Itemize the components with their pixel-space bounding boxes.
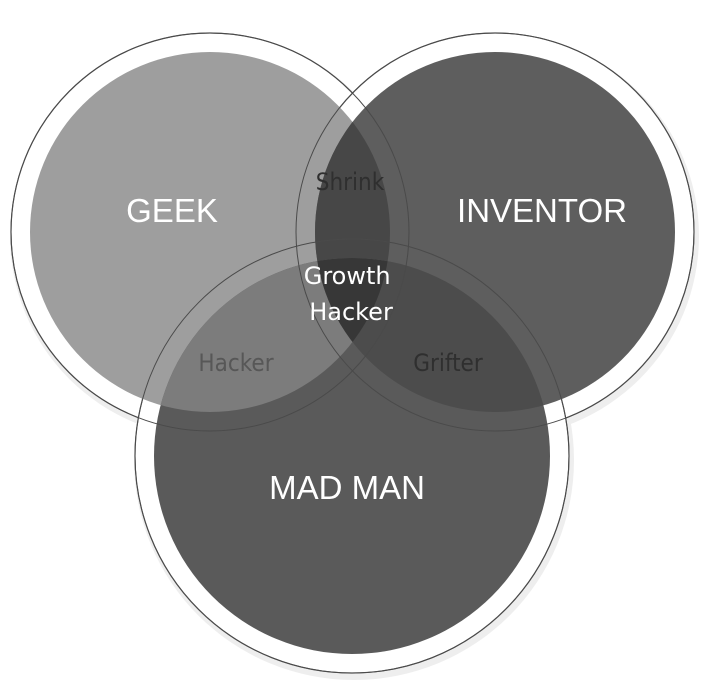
growth-hacker-line-1: Growth [304, 262, 391, 290]
growth-hacker-line-2: Hacker [309, 298, 393, 326]
inventor-label: INVENTOR [457, 192, 627, 229]
grifter-region [315, 258, 550, 412]
circle-outlines [10, 32, 695, 674]
grifter-label: Grifter [413, 349, 483, 377]
hacker-label: Hacker [198, 349, 273, 377]
mad-man-label: MAD MAN [269, 469, 425, 506]
growth-hacker-label: Growth Hacker [304, 262, 399, 326]
geek-label: GEEK [126, 192, 218, 229]
shrink-label: Shrink [316, 168, 385, 196]
hacker-region [154, 258, 390, 412]
